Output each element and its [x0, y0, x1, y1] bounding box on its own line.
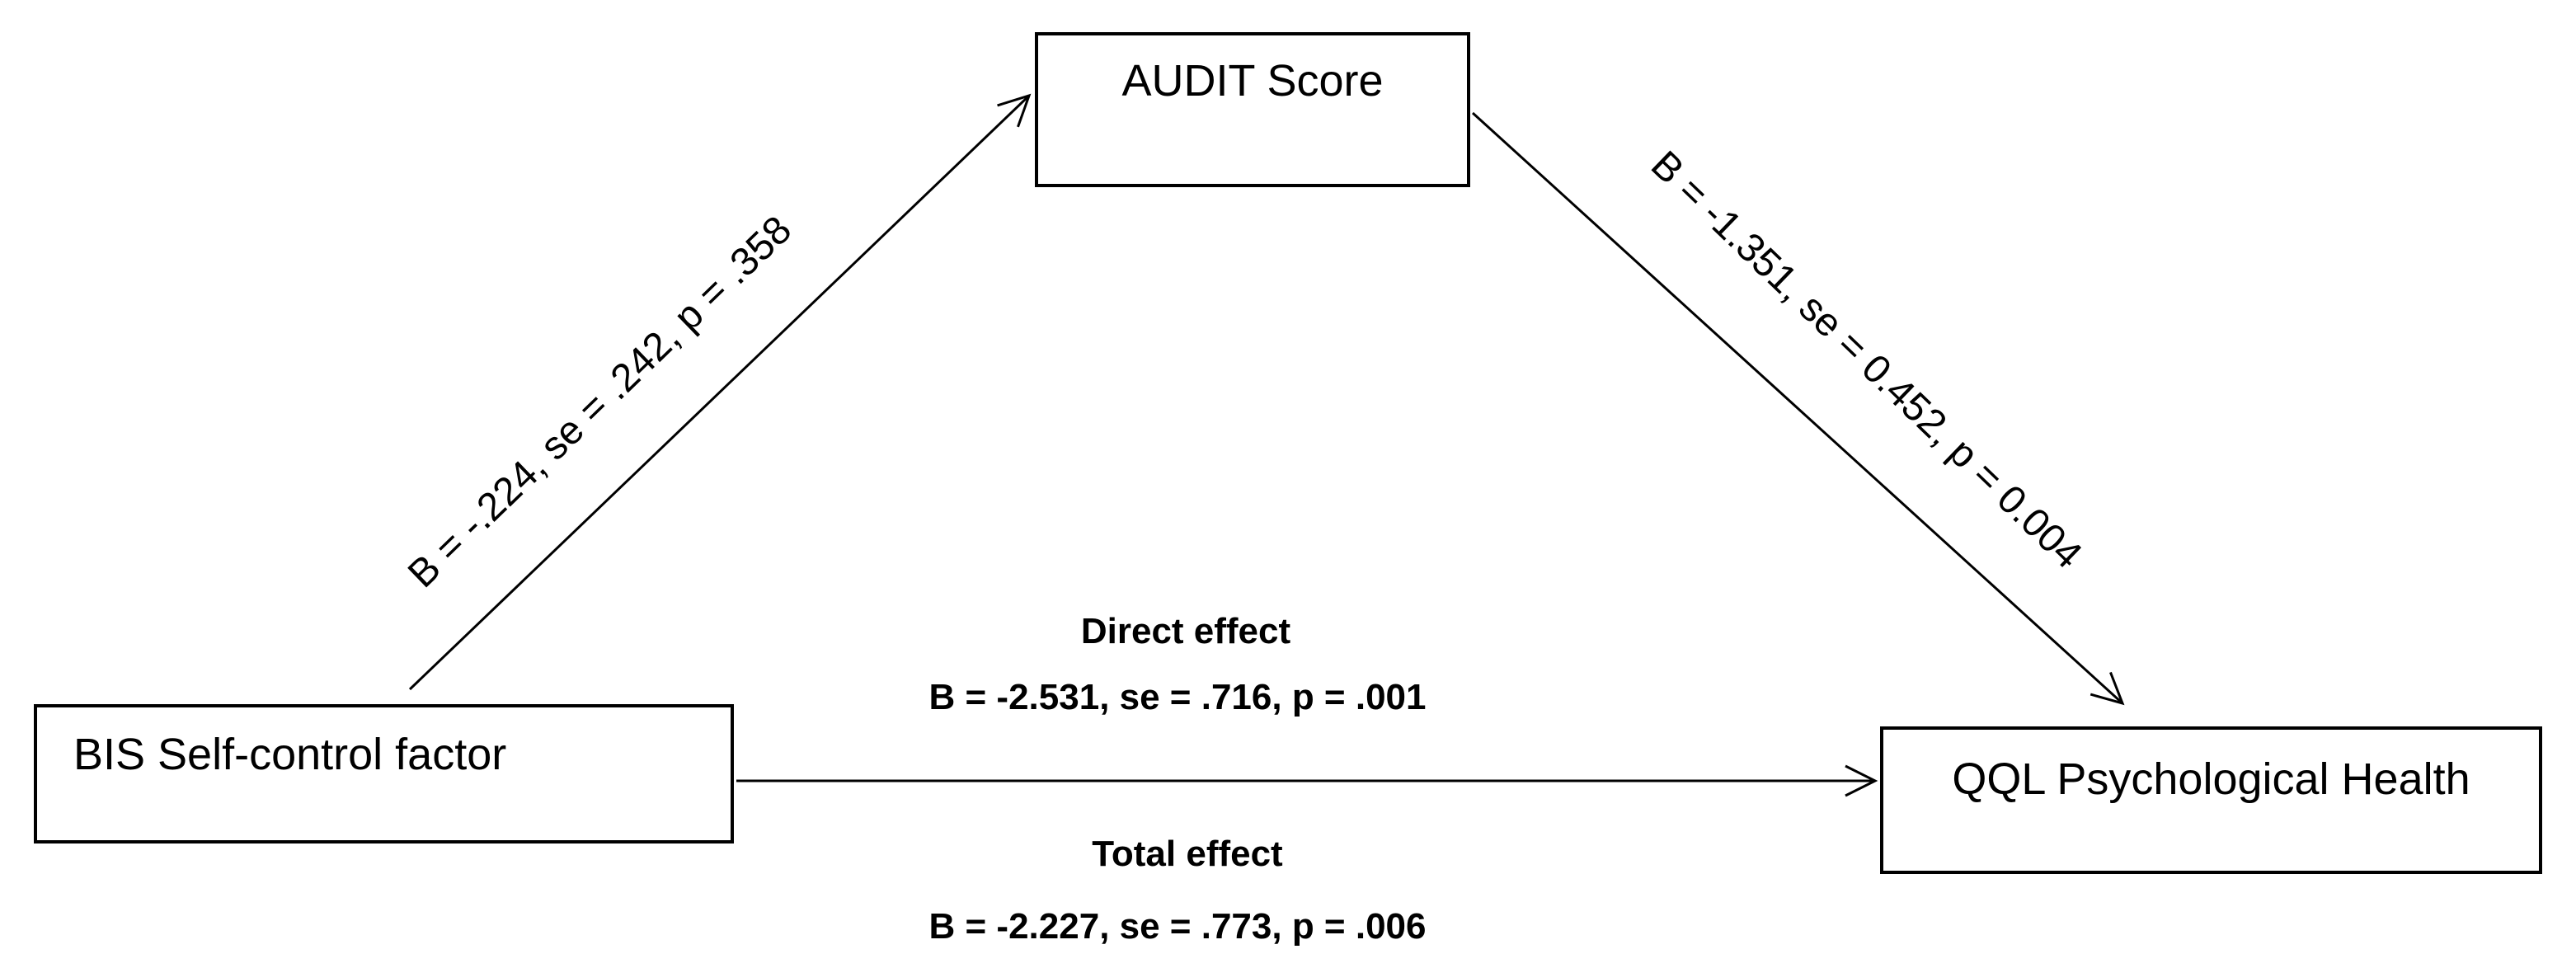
- node-bis-label: BIS Self-control factor: [73, 730, 507, 779]
- a-path-arrow: [408, 93, 1032, 691]
- node-qql-label: QQL Psychological Health: [1952, 754, 2470, 804]
- total-effect-stats: B = -2.227, se = .773, p = .006: [928, 906, 1427, 947]
- direct-effect-title: Direct effect: [1080, 611, 1291, 651]
- node-qql-psychological-health: QQL Psychological Health: [1880, 726, 2542, 874]
- b-path-arrow: [1471, 111, 2125, 706]
- node-audit-label: AUDIT Score: [1121, 56, 1384, 106]
- direct-effect-stats: B = -2.531, se = .716, p = .001: [928, 677, 1427, 717]
- node-audit-score: AUDIT Score: [1035, 32, 1470, 187]
- total-effect-title: Total effect: [1092, 834, 1283, 874]
- node-bis-self-control-factor: BIS Self-control factor: [34, 704, 734, 843]
